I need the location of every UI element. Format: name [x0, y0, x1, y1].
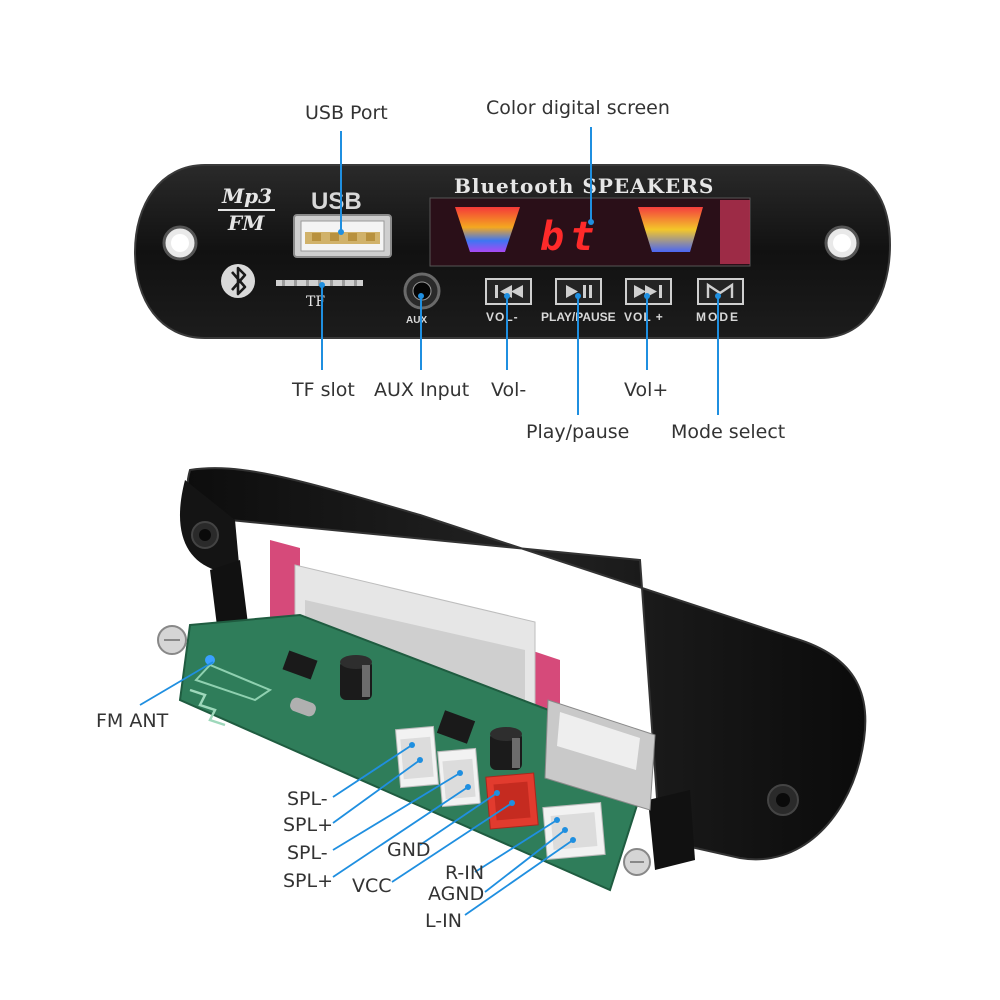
- vu-meter-left: [455, 207, 520, 252]
- mounting-hole-right: [824, 225, 860, 261]
- mode-icon: [706, 282, 734, 298]
- tf-slot[interactable]: [276, 280, 363, 286]
- mounting-hole-left: [162, 225, 198, 261]
- board-leader-dots: [409, 742, 576, 843]
- back-view: [157, 467, 867, 892]
- button-play-pause[interactable]: [555, 278, 602, 305]
- callout-agnd: AGND: [428, 883, 484, 905]
- callout-r-in: R-IN: [445, 862, 484, 884]
- callout-tf-slot: TF slot: [291, 379, 355, 401]
- color-digital-screen: bt: [429, 197, 751, 267]
- callout-spl-minus-2: SPL-: [287, 842, 328, 864]
- callout-vol-minus: Vol-: [491, 379, 526, 401]
- capacitor-left: [340, 655, 372, 700]
- screw-left: [157, 625, 187, 655]
- connector-line-in: [542, 802, 606, 860]
- button-vol-minus[interactable]: [485, 278, 532, 305]
- callout-play-pause: Play/pause: [526, 421, 629, 443]
- callout-l-in: L-IN: [425, 910, 462, 932]
- callout-spl-minus-1: SPL-: [287, 788, 328, 810]
- callout-spl-plus-1: SPL+: [283, 814, 333, 836]
- banner-text: Bluetooth SPEAKERS: [454, 174, 714, 198]
- logo-mp3: Mp3: [221, 184, 272, 208]
- callout-usb-port: USB Port: [305, 102, 388, 124]
- board-leader-lines: [139, 661, 574, 916]
- back-mounting-hole-right: [767, 784, 799, 816]
- callout-vol-plus: Vol+: [624, 379, 668, 401]
- tf-label: TF: [306, 294, 325, 310]
- vol-plus-label: VOL +: [624, 310, 664, 324]
- button-vol-plus[interactable]: [625, 278, 672, 305]
- capacitor-right: [490, 727, 522, 770]
- callout-gnd: GND: [387, 839, 431, 861]
- logo-fm: FM: [227, 211, 265, 235]
- play-pause-icon: [566, 285, 592, 298]
- bluetooth-icon: [221, 264, 255, 298]
- callout-spl-plus-2: SPL+: [283, 870, 333, 892]
- back-mounting-hole-left: [191, 521, 219, 549]
- top-leader-dots: [319, 219, 721, 299]
- usb-port[interactable]: [293, 214, 392, 258]
- callout-screen: Color digital screen: [486, 97, 670, 119]
- vu-meter-right: [638, 207, 703, 252]
- usb-port-back: [544, 699, 656, 811]
- usb-label: USB: [311, 188, 362, 215]
- aux-label: AUX: [406, 315, 427, 326]
- top-leader-lines: [321, 127, 719, 415]
- connector-speaker-2: [437, 747, 481, 808]
- callout-mode-select: Mode select: [671, 421, 785, 443]
- callout-fm-ant: FM ANT: [96, 710, 169, 732]
- screw-right: [623, 848, 651, 876]
- connector-speaker-1: [395, 725, 439, 789]
- callout-vcc: VCC: [352, 875, 392, 897]
- callout-aux-input: AUX Input: [374, 379, 469, 401]
- vol-minus-label: VOL-: [486, 310, 519, 324]
- front-panel: Mp3 FM USB: [133, 164, 892, 339]
- button-mode[interactable]: [697, 278, 744, 305]
- display-readout: bt: [540, 214, 600, 260]
